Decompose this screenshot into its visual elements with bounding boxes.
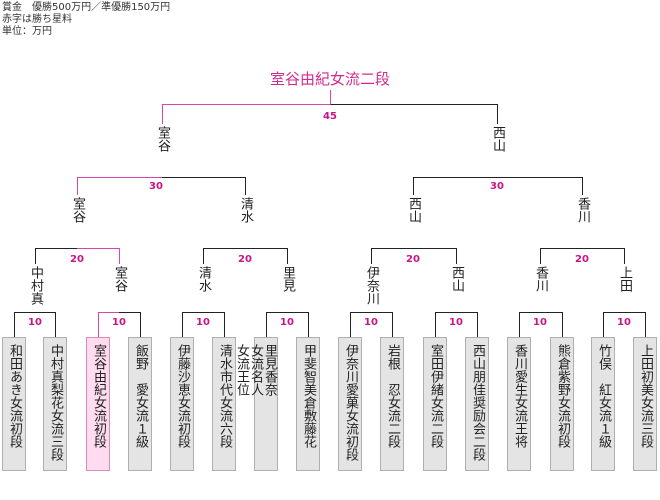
r1-match-2-line-right (119, 312, 141, 337)
player-name: 里見香奈 (262, 344, 277, 396)
final-prize: 45 (323, 111, 337, 122)
qf-4-prize: 20 (575, 254, 589, 265)
note-prize-money: 賞金 優勝500万円／準優勝150万円 (2, 2, 171, 13)
qf-2-player-清水: 清水 (196, 266, 211, 292)
r1-match-1-line (14, 312, 56, 337)
qf-match-3-line (371, 248, 457, 264)
qf-1-prize: 20 (70, 254, 84, 265)
player-box-nakamura[interactable]: 中村真梨花女流三段 (43, 337, 67, 471)
r1-6-prize: 10 (449, 317, 463, 328)
player-name: 和田あき女流初段 (7, 344, 22, 448)
player-name: 甲斐智美倉敷藤花 (301, 344, 316, 448)
sf-1-prize: 30 (149, 181, 163, 192)
final-player-室谷: 室谷 (155, 126, 170, 152)
final-line-right (330, 104, 498, 124)
player-name: 竹俣 紅女流１級 (596, 344, 611, 448)
sf-2-prize: 30 (490, 181, 504, 192)
player-box-takemata[interactable]: 竹俣 紅女流１級 (591, 337, 615, 471)
player-name: 飯野 愛女流１級 (133, 344, 148, 448)
qf-4-player-香川: 香川 (533, 266, 548, 292)
player-name: 清水市代女流六段 (217, 344, 232, 448)
player-box-wada[interactable]: 和田あき女流初段 (2, 337, 26, 471)
player-box-kumakura[interactable]: 熊倉紫野女流初段 (550, 337, 574, 471)
r1-5-prize: 10 (364, 317, 378, 328)
sf-2-player-西山: 西山 (406, 197, 421, 223)
qf-3-player-伊奈川: 伊奈川 (364, 266, 379, 305)
r1-match-3-line (182, 312, 225, 337)
player-box-murotani[interactable]: 室谷由紀女流初段 (86, 337, 110, 471)
qf-1-player-室谷: 室谷 (112, 266, 127, 292)
r1-match-4-line (266, 312, 309, 337)
qf-match-4-line (540, 248, 625, 264)
player-box-iino[interactable]: 飯野 愛女流１級 (128, 337, 152, 471)
sf-match-1-line-left (77, 177, 162, 195)
player-box-kai[interactable]: 甲斐智美倉敷藤花 (296, 337, 320, 471)
note-red-text: 赤字は勝ち星料 (2, 14, 72, 25)
player-name: 室谷由紀女流初段 (91, 344, 106, 448)
sf-1-player-室谷: 室谷 (70, 197, 85, 223)
player-title-1: 女流名人 (248, 344, 263, 396)
sf-1-player-清水: 清水 (238, 197, 253, 223)
r1-1-prize: 10 (28, 317, 42, 328)
qf-match-1-line-right (77, 248, 120, 264)
player-name: 中村真梨花女流三段 (48, 344, 63, 461)
r1-match-7-line (519, 312, 563, 337)
r1-3-prize: 10 (196, 317, 210, 328)
player-name: 西山朋佳奨励会二段 (470, 344, 485, 461)
r1-match-2-line-left (98, 312, 119, 337)
qf-2-prize: 20 (238, 254, 252, 265)
player-name: 上田初美女流三段 (638, 344, 653, 448)
prize-notes: 賞金 優勝500万円／準優勝150万円 赤字は勝ち星料 単位：万円 (2, 2, 170, 38)
player-box-inagawa[interactable]: 伊奈川愛菓女流初段 (338, 337, 362, 471)
sf-match-1-line-right (162, 177, 246, 195)
r1-7-prize: 10 (533, 317, 547, 328)
r1-match-6-line (435, 312, 478, 337)
player-name: 岩根 忍女流二段 (385, 344, 400, 448)
player-box-ueda[interactable]: 上田初美女流三段 (633, 337, 657, 471)
r1-match-5-line (350, 312, 393, 337)
player-name: 伊藤沙恵女流初段 (175, 344, 190, 448)
qf-3-prize: 20 (406, 254, 420, 265)
player-box-nishiyama[interactable]: 西山朋佳奨励会二段 (465, 337, 489, 471)
qf-1-player-中村真: 中村真 (28, 266, 43, 305)
sf-2-player-香川: 香川 (575, 197, 590, 223)
final-line-left (162, 104, 330, 124)
qf-match-2-line (203, 248, 288, 264)
player-name: 室田伊緒女流二段 (428, 344, 443, 448)
player-name: 熊倉紫野女流初段 (555, 344, 570, 448)
final-player-西山: 西山 (490, 126, 505, 152)
player-box-shimizu[interactable]: 清水市代女流六段 (212, 337, 236, 471)
qf-4-player-上田: 上田 (617, 266, 632, 292)
player-box-kagawa[interactable]: 香川愛生女流王将 (507, 337, 531, 471)
note-unit: 単位：万円 (2, 26, 52, 37)
r1-2-prize: 10 (112, 317, 126, 328)
qf-match-1-line-left (35, 248, 77, 264)
player-box-iwane[interactable]: 岩根 忍女流二段 (380, 337, 404, 471)
player-box-satomi[interactable]: 里見香奈 女流名人 女流王位 (234, 337, 278, 471)
r1-8-prize: 10 (617, 317, 631, 328)
champion-name: 室谷由紀女流二段 (269, 70, 391, 88)
r1-match-8-line (603, 312, 646, 337)
player-box-ito[interactable]: 伊藤沙恵女流初段 (170, 337, 194, 471)
player-box-murota[interactable]: 室田伊緒女流二段 (423, 337, 447, 471)
r1-4-prize: 10 (280, 317, 294, 328)
player-name: 香川愛生女流王将 (512, 344, 527, 448)
qf-3-player-西山: 西山 (449, 266, 464, 292)
qf-2-player-里見: 里見 (280, 266, 295, 292)
sf-match-2-line (413, 177, 583, 195)
player-name: 伊奈川愛菓女流初段 (343, 344, 358, 461)
player-title-2: 女流王位 (234, 344, 249, 396)
